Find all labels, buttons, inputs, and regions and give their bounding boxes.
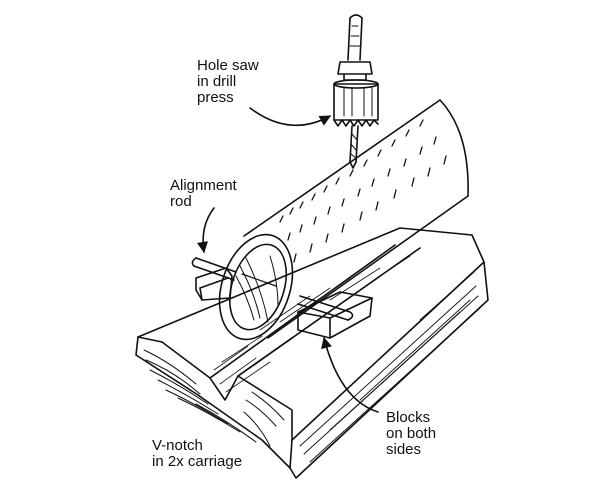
label-line: Hole saw [197, 57, 259, 74]
alignment-rod [191, 257, 354, 321]
label-blocks: Blocks on both sides [386, 410, 436, 458]
label-line: Alignment [170, 177, 237, 194]
label-line: on both [386, 425, 437, 442]
label-line: sides [386, 441, 422, 458]
label-v-notch: V-notch in 2x carriage [152, 438, 242, 470]
label-line: in 2x carriage [152, 453, 243, 470]
leader-alignment-rod [196, 207, 215, 254]
leader-hole-saw [249, 107, 331, 127]
carriage-2x [135, 227, 489, 479]
label-line: in drill [197, 73, 237, 90]
label-hole-saw: Hole saw in drill press [197, 58, 259, 106]
block-right [297, 291, 373, 339]
label-line: press [197, 89, 234, 106]
hole-saw [333, 14, 379, 169]
label-alignment-rod: Alignment rod [170, 178, 237, 210]
label-line: V-notch [152, 437, 203, 454]
block-left [195, 267, 233, 301]
leader-blocks [321, 336, 379, 413]
label-line: rod [170, 193, 192, 210]
label-line: Blocks [386, 409, 431, 426]
